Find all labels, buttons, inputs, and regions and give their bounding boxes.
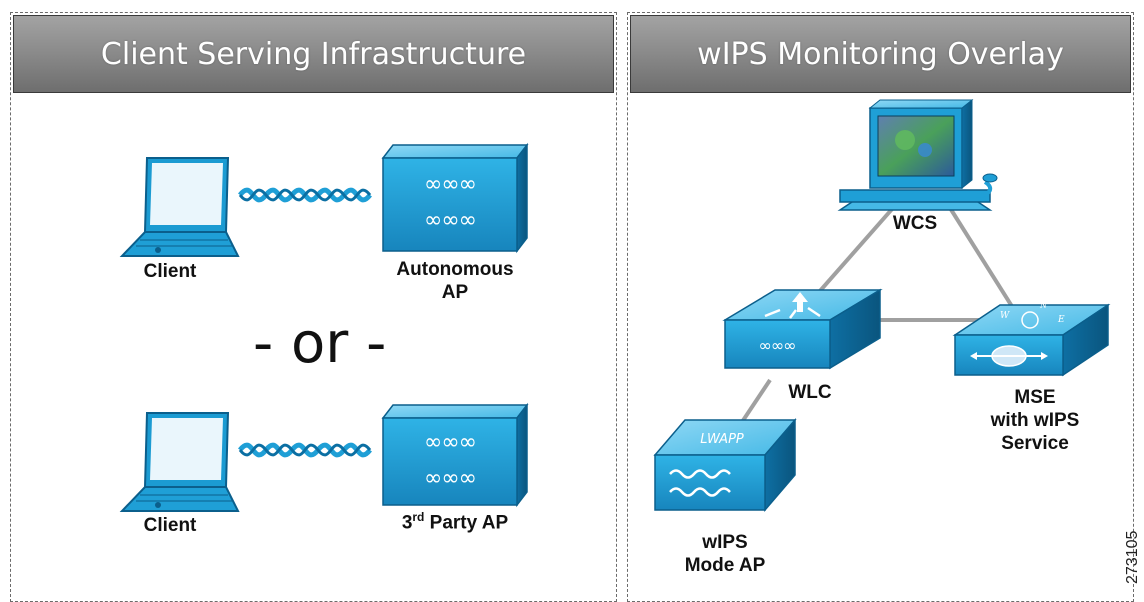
laptop-icon (119, 412, 240, 512)
svg-text:N: N (1039, 301, 1048, 310)
wireless-signal-icon (238, 442, 372, 458)
client-label-top: Client (143, 261, 197, 282)
svg-text:∞∞∞: ∞∞∞ (424, 430, 476, 455)
svg-text:∞∞∞: ∞∞∞ (759, 336, 796, 355)
or-separator: - or - (253, 311, 387, 376)
diagram-canvas: ∞∞∞ ∞∞∞ ∞∞∞ ∞∞∞ (119, 98, 1111, 513)
client-label-bottom: Client (143, 515, 197, 536)
client-serving-panel: Client Serving Infrastructure (10, 12, 617, 602)
wcs-workstation-icon (837, 98, 998, 211)
svg-text:W: W (1000, 311, 1010, 321)
wcs-label: WCS (892, 213, 938, 234)
lwapp-label: LWAPP (700, 432, 744, 447)
wips-monitoring-panel: wIPS Monitoring Overlay (627, 12, 1134, 602)
third-party-ap-label: 3rd Party AP (385, 510, 525, 535)
wlc-controller-icon: ∞∞∞ (722, 288, 883, 370)
figure-number: 273105 (1124, 530, 1141, 584)
wlc-label: WLC (788, 382, 832, 403)
panel-title-client-serving: Client Serving Infrastructure (13, 15, 614, 93)
wips-mode-ap-label: wIPS Mode AP (684, 532, 766, 577)
autonomous-ap-label: Autonomous AP (396, 259, 514, 304)
svg-text:∞∞∞: ∞∞∞ (424, 172, 476, 197)
third-party-ap-icon: ∞∞∞ ∞∞∞ (381, 402, 529, 508)
svg-text:E: E (1057, 315, 1065, 325)
svg-text:∞∞∞: ∞∞∞ (424, 208, 476, 233)
third-party-ap-text: Party AP (424, 512, 509, 534)
third-party-ap-ordinal: rd (412, 510, 425, 524)
laptop-icon (119, 157, 240, 257)
mse-server-icon: W E N (952, 301, 1111, 377)
autonomous-ap-icon: ∞∞∞ ∞∞∞ (381, 142, 529, 254)
third-party-ap-number: 3 (401, 512, 413, 534)
mse-label: MSE with wIPS Service (990, 387, 1080, 455)
wireless-signal-icon (238, 187, 372, 203)
svg-text:∞∞∞: ∞∞∞ (424, 466, 476, 491)
panel-title-wips-overlay: wIPS Monitoring Overlay (630, 15, 1131, 93)
wips-mode-ap-icon: LWAPP (653, 417, 797, 513)
